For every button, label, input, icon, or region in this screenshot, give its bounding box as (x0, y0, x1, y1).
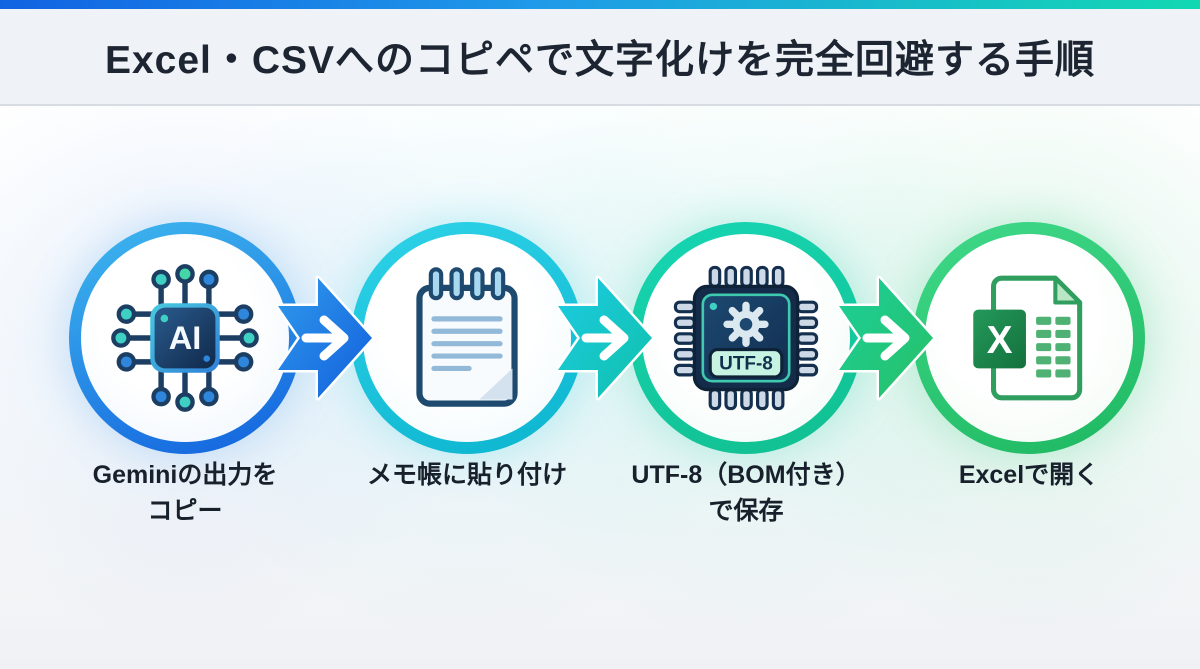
gear-icon (723, 301, 769, 347)
header-band: Excel・CSVへのコピペで文字化けを完全回避する手順 (0, 9, 1200, 106)
ai-chip-icon: AI (111, 264, 259, 412)
step-label-line2: で保存 (708, 496, 784, 525)
accent-gradient-bar (0, 0, 1200, 9)
ai-chip-label: AI (169, 320, 202, 356)
arrow-step2-to-step3 (556, 275, 655, 401)
step-circle-utf8: UTF-8 (630, 222, 862, 454)
step-circle-excel: X (913, 222, 1145, 454)
step-label-line1: Geminiの出力を (92, 461, 278, 489)
notepad-icon (416, 266, 518, 407)
step-label-line1: メモ帳に貼り付け (366, 461, 567, 489)
step-label-paste-notepad: メモ帳に貼り付け (307, 458, 627, 494)
step-label-line2: コピー (147, 496, 223, 525)
arrow-step3-to-step4 (837, 275, 936, 401)
step-circle-notepad (351, 222, 583, 454)
page-title: Excel・CSVへのコピペで文字化けを完全回避する手順 (104, 38, 1096, 82)
step-circle-gemini: AI (69, 222, 301, 454)
excel-x-label: X (987, 319, 1013, 362)
step-label-line1: UTF-8（BOM付き） (631, 461, 861, 489)
step-label-save-utf8-bom: UTF-8（BOM付き） で保存 (586, 458, 906, 529)
arrow-step1-to-step2 (276, 275, 375, 401)
step-label-open-excel: Excelで開く (869, 458, 1189, 494)
excel-file-icon: X (973, 275, 1083, 401)
utf8-chip-icon: UTF-8 (673, 265, 819, 411)
utf8-chip-label: UTF-8 (719, 354, 773, 375)
step-label-line1: Excelで開く (958, 461, 1100, 489)
step-label-gemini-copy: Geminiの出力を コピー (25, 458, 345, 529)
